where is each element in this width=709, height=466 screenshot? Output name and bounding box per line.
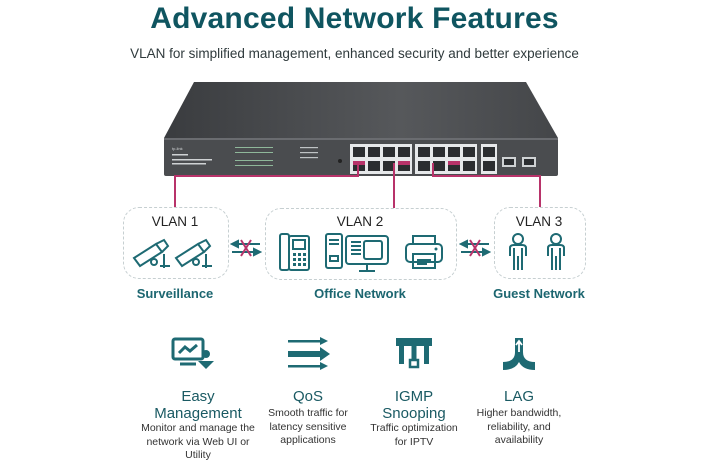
vlan2-network-label: Office Network	[314, 286, 406, 301]
ethernet-ports	[350, 144, 536, 174]
vlan2-box	[265, 208, 457, 280]
qos-arrows-icon	[288, 337, 330, 370]
vlan1-wire-v2	[174, 175, 176, 207]
vlan3-wire-v2	[539, 175, 541, 207]
vlan1-wire-v1	[357, 163, 359, 176]
vlan3-label: VLAN 3	[515, 214, 563, 229]
feature-desc-easy-management: Monitor and manage the network via Web U…	[141, 422, 255, 461]
vlan3-box	[494, 207, 586, 279]
monitor-management-icon	[171, 337, 214, 369]
feature-title-lag: LAG	[503, 388, 534, 405]
lag-merge-icon	[503, 338, 535, 370]
page-title: Advanced Network Features	[150, 2, 559, 35]
page-subtitle: VLAN for simplified management, enhanced…	[130, 46, 579, 61]
security-camera-icon	[132, 238, 170, 268]
person-icon	[509, 233, 527, 270]
brand-logo: tp-link	[172, 146, 183, 151]
vlan3-wire-h	[432, 175, 540, 177]
vlan2-label: VLAN 2	[336, 214, 384, 229]
person-icon	[547, 233, 565, 270]
ip-phone-icon	[279, 233, 310, 271]
vlan1-network-label: Surveillance	[136, 286, 214, 301]
blocked-traffic-icon	[230, 239, 262, 257]
vlan1-label: VLAN 1	[151, 214, 199, 229]
vlan3-network-label: Guest Network	[493, 286, 585, 301]
feature-title-qos: QoS	[292, 388, 323, 405]
blocked-traffic-icon	[459, 239, 491, 257]
network-switch-image: tp-link	[164, 82, 558, 176]
feature-desc-igmp-snooping: Traffic optimization for IPTV	[370, 422, 458, 448]
vlan1-box	[123, 207, 229, 279]
vlan1-wire-h	[174, 175, 359, 177]
desktop-computer-icon	[325, 233, 389, 272]
printer-icon	[405, 235, 443, 269]
security-camera-icon	[174, 238, 212, 268]
vlan3-wire-v1	[432, 163, 434, 176]
igmp-multicast-icon	[396, 338, 432, 369]
vlan2-wire	[393, 163, 395, 208]
feature-desc-lag: Higher bandwidth, reliability, and avail…	[476, 407, 562, 446]
feature-desc-qos: Smooth traffic for latency sensitive app…	[268, 407, 348, 446]
feature-title-igmp-snooping: IGMP Snooping	[382, 388, 446, 422]
feature-title-easy-management: Easy Management	[154, 388, 242, 422]
